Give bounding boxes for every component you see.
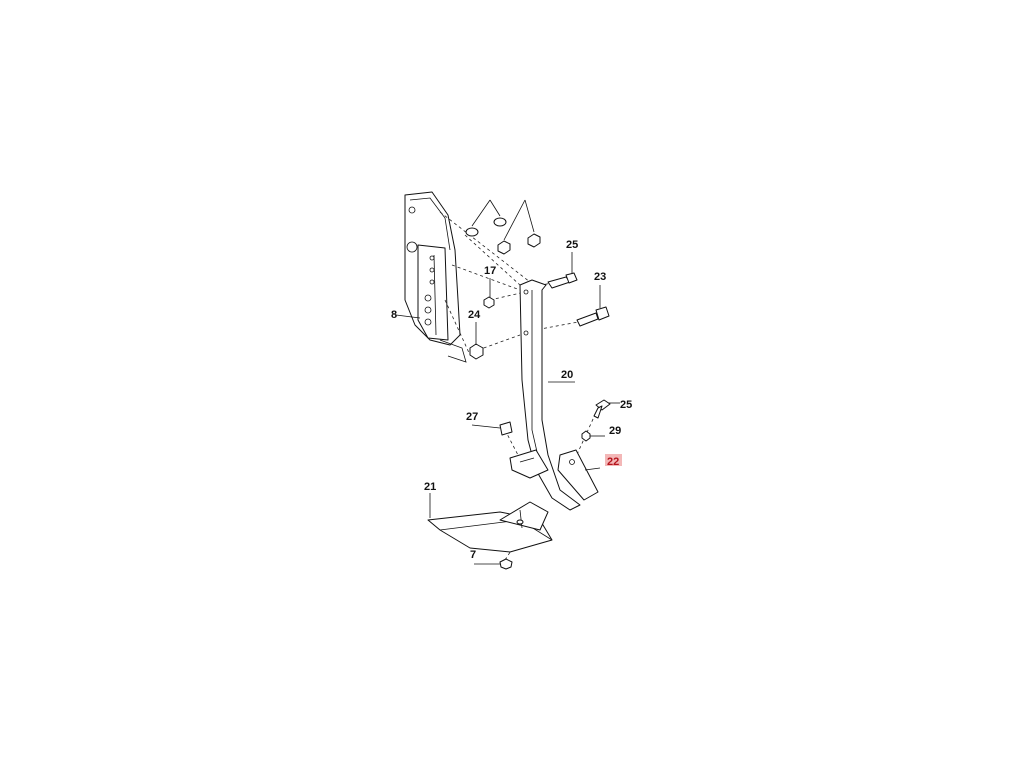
point-22	[557, 449, 599, 501]
label-22-highlight	[605, 454, 622, 466]
label-20: 20	[561, 369, 573, 381]
nut-24	[469, 343, 484, 360]
nut-29	[581, 430, 591, 442]
callout-labels: 25 17 23 24 20 27 25 29 22 21 7 8	[391, 239, 632, 561]
mount-bracket-assembly	[395, 191, 467, 363]
washers-nuts-group	[465, 199, 541, 255]
label-24: 24	[468, 309, 481, 321]
label-17: 17	[484, 265, 496, 277]
label-21: 21	[424, 481, 436, 493]
label-22: 22	[607, 456, 619, 468]
block-27	[499, 421, 513, 436]
leader-lines	[429, 252, 620, 565]
label-25-top: 25	[566, 239, 578, 251]
label-7: 7	[470, 549, 476, 561]
bolt-7	[499, 558, 513, 570]
bolt-23	[576, 306, 610, 327]
sweep-21	[427, 501, 553, 553]
label-27: 27	[466, 411, 478, 423]
bolt-25-right	[593, 399, 611, 419]
label-23: 23	[594, 271, 606, 283]
bolt-25-top	[547, 272, 578, 289]
shank-foot-bracket	[509, 449, 549, 479]
label-29: 29	[609, 425, 621, 437]
label-18: 8	[391, 309, 397, 321]
label-25-right: 25	[620, 399, 632, 411]
nut-17	[483, 296, 495, 309]
